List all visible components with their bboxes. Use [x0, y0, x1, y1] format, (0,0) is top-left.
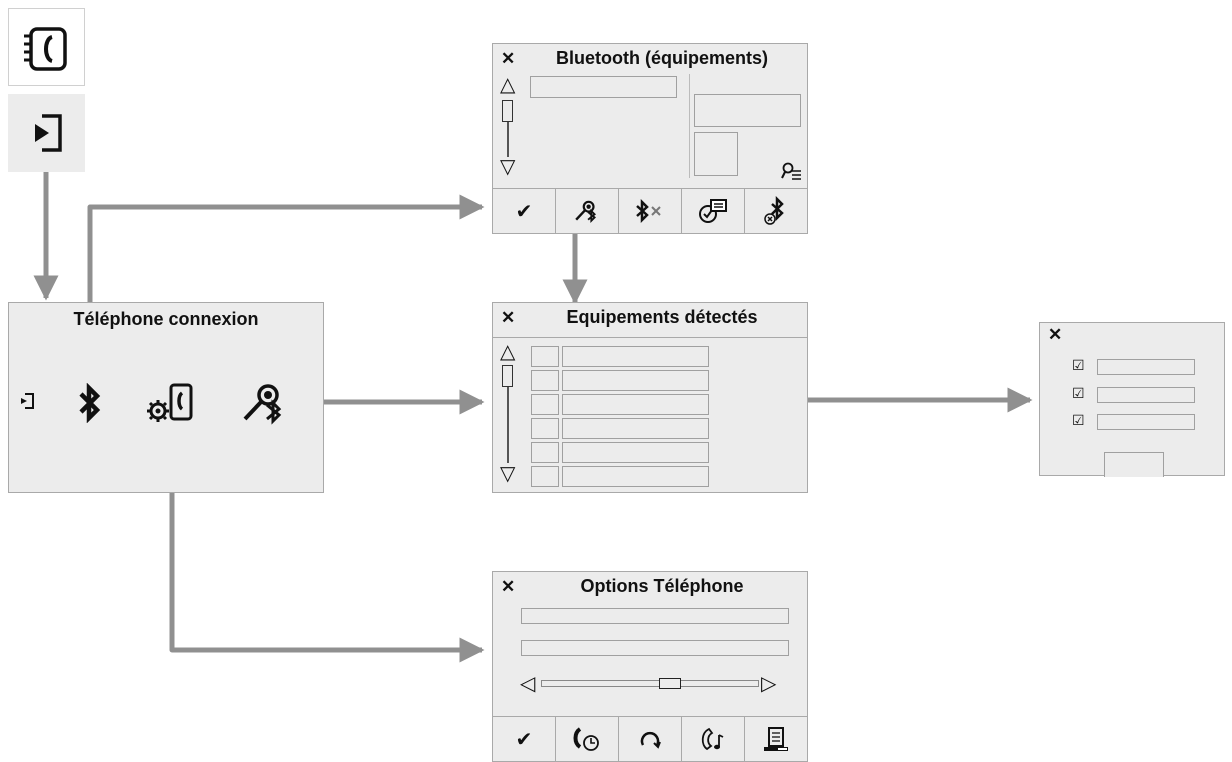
contact-card-icon: [699, 199, 727, 223]
list-item[interactable]: [562, 394, 709, 415]
option-field[interactable]: [1097, 387, 1195, 403]
list-item-icon[interactable]: [531, 370, 559, 391]
volume-slider-track[interactable]: [541, 680, 759, 687]
connect-icon[interactable]: [8, 94, 85, 172]
list-item-icon[interactable]: [531, 466, 559, 487]
list-item[interactable]: [562, 346, 709, 367]
scroll-track[interactable]: [507, 122, 509, 157]
device-info-field: [694, 94, 801, 127]
scroll-down-icon[interactable]: ▽: [500, 463, 516, 485]
checkbox-icon[interactable]: ☑: [1072, 412, 1085, 428]
list-item-icon[interactable]: [531, 442, 559, 463]
disconnect-button[interactable]: [619, 189, 682, 233]
profile-options-dialog: ✕ ☑ ☑ ☑: [1039, 322, 1225, 477]
enter-icon[interactable]: [17, 391, 37, 416]
memory-button[interactable]: [745, 717, 807, 761]
checkbox-icon[interactable]: ☑: [1072, 385, 1085, 401]
bluetooth-delete-icon: [764, 196, 784, 225]
close-icon[interactable]: ✕: [501, 577, 516, 596]
refresh-button[interactable]: [619, 717, 682, 761]
panel-title: Bluetooth (équipements): [556, 48, 768, 68]
option-field[interactable]: [1097, 414, 1195, 430]
phone-options-toolbar: ✔: [493, 716, 807, 761]
telephone-connexion-panel: Téléphone connexion: [8, 302, 324, 493]
divider: [689, 74, 690, 178]
arrow-settings-to-phone-options: [169, 440, 485, 663]
memory-card-icon: [764, 727, 788, 751]
call-history-icon: [573, 727, 599, 751]
phonebook-icon[interactable]: [8, 8, 85, 86]
list-item[interactable]: [562, 370, 709, 391]
phone-settings-icon[interactable]: [144, 379, 196, 432]
device-name-field[interactable]: [530, 76, 677, 98]
list-item-icon[interactable]: [531, 394, 559, 415]
scroll-up-icon[interactable]: △: [500, 341, 516, 363]
volume-down-icon[interactable]: ◁: [520, 673, 536, 695]
bluetooth-disconnect-icon: [636, 199, 661, 223]
scroll-up-icon[interactable]: △: [500, 74, 516, 96]
list-item[interactable]: [562, 442, 709, 463]
list-item-icon[interactable]: [531, 346, 559, 367]
bluetooth-toolbar: ✔: [493, 188, 807, 233]
list-item[interactable]: [562, 466, 709, 487]
option-field[interactable]: [1097, 359, 1195, 375]
refresh-icon: [640, 731, 661, 749]
bluetooth-icon[interactable]: [75, 382, 105, 428]
close-icon[interactable]: ✕: [501, 49, 516, 68]
call-history-button[interactable]: [556, 717, 619, 761]
volume-up-icon[interactable]: ▷: [761, 673, 777, 695]
confirm-button[interactable]: ✔: [493, 717, 556, 761]
volume-slider-thumb[interactable]: [658, 678, 681, 689]
close-icon[interactable]: ✕: [1048, 325, 1063, 344]
list-item-icon[interactable]: [531, 418, 559, 439]
validate-button[interactable]: [1104, 452, 1164, 477]
ringtone-icon: [701, 727, 724, 751]
confirm-button[interactable]: ✔: [493, 189, 556, 233]
detected-devices-panel: ✕ Equipements détectés △ ▽: [492, 302, 808, 493]
device-details-button[interactable]: [682, 189, 745, 233]
ringtone-field[interactable]: [521, 608, 789, 624]
scroll-down-icon[interactable]: ▽: [500, 156, 516, 178]
scroll-thumb[interactable]: [502, 365, 513, 387]
check-icon: ✔: [515, 200, 533, 223]
list-item[interactable]: [562, 418, 709, 439]
close-icon[interactable]: ✕: [501, 308, 516, 327]
search-device-icon: [575, 200, 596, 224]
scroll-thumb[interactable]: [502, 100, 513, 122]
panel-title: Téléphone connexion: [73, 309, 259, 329]
option-field[interactable]: [521, 640, 789, 656]
search-list-icon[interactable]: [781, 162, 803, 187]
device-image-box: [694, 132, 738, 176]
scroll-track[interactable]: [507, 387, 509, 463]
bluetooth-devices-panel: ✕ Bluetooth (équipements) △ ▽ ✔: [492, 43, 808, 234]
title-divider: [493, 337, 807, 338]
delete-device-button[interactable]: [745, 189, 807, 233]
panel-title: Options Téléphone: [580, 576, 744, 596]
checkbox-icon[interactable]: ☑: [1072, 357, 1085, 373]
check-icon: ✔: [515, 728, 533, 751]
panel-title: Equipements détectés: [566, 307, 758, 327]
ringtone-button[interactable]: [682, 717, 745, 761]
phone-options-panel: ✕ Options Téléphone ◁ ▷ ✔: [492, 571, 808, 762]
search-device-icon[interactable]: [241, 381, 289, 430]
search-devices-button[interactable]: [556, 189, 619, 233]
